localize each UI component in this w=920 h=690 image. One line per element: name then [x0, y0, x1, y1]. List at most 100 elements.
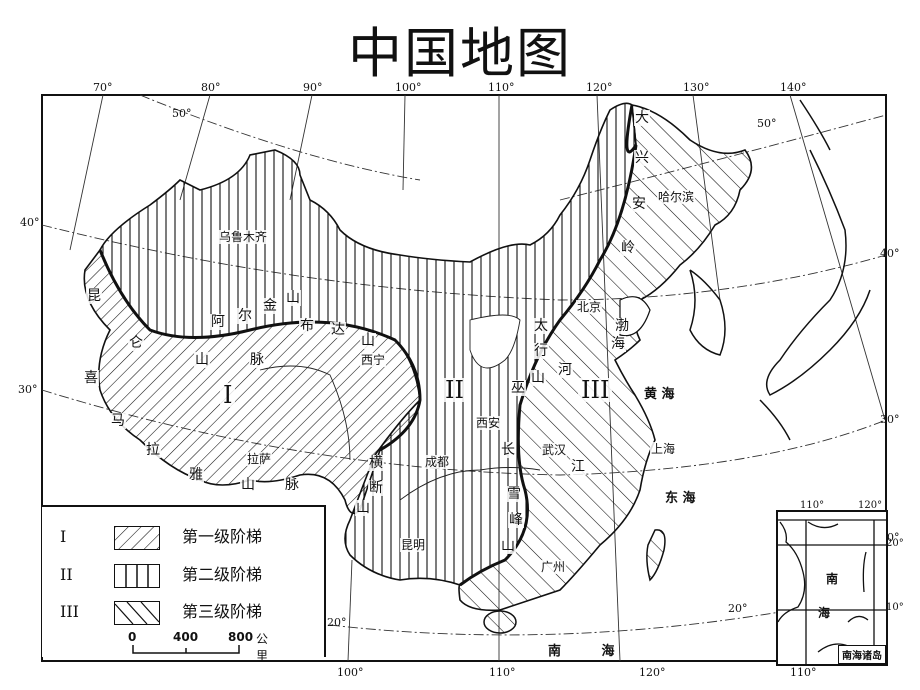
lat-label-left-30: 30° — [18, 383, 38, 396]
mountain-kunlun-3: 山 — [194, 352, 210, 368]
mountain-hengduan-1: 横 — [368, 455, 384, 471]
inset-lon-110: 110° — [800, 500, 825, 511]
lon-label-90: 90° — [303, 81, 323, 94]
inset-sea-label-1: 南 — [826, 572, 839, 586]
mountain-altun-3: 金 — [262, 298, 278, 314]
parallel-label-50-east: 50° — [757, 117, 777, 130]
mountain-xuefeng-1: 雪 — [506, 486, 522, 502]
lon-label-110: 110° — [488, 81, 515, 94]
mountain-himalaya-2: 马 — [110, 413, 126, 429]
city-xining: 西宁 — [360, 353, 387, 367]
sea-east: 东 海 — [665, 491, 696, 506]
inset-lat-20: 20° — [886, 538, 904, 549]
legend-pattern-diagonal-icon — [114, 526, 160, 550]
lat-label-right-40: 40° — [880, 247, 900, 260]
city-lhasa: 拉萨 — [246, 452, 273, 466]
legend-num: I — [60, 527, 67, 546]
mountain-taihang-1: 太 — [533, 318, 549, 334]
scale-tick-0: 0 — [128, 630, 137, 644]
mountain-taihang-2: 行 — [533, 343, 549, 359]
city-wuhan: 武汉 — [541, 443, 568, 457]
inset-lat-10: 10° — [886, 602, 904, 613]
city-beijing: 北京 — [576, 300, 603, 314]
lon-label-bottom-100: 100° — [337, 666, 364, 679]
city-harbin: 哈尔滨 — [657, 190, 696, 204]
sea-bohai-1: 渤 — [614, 318, 630, 334]
mountain-kunlun-2: 仑 — [128, 335, 144, 351]
river-jiang: 江 — [570, 459, 586, 475]
lon-label-bottom-120: 120° — [639, 666, 666, 679]
page-title: 中国地图 — [348, 22, 572, 85]
mountain-qilian-1: 布 — [299, 318, 315, 334]
scale-line — [132, 645, 240, 654]
lat-label-left-40: 40° — [20, 216, 40, 229]
mountain-xuefeng-2: 峰 — [508, 512, 524, 528]
parallel-label-20-west: 20° — [327, 616, 347, 629]
mountain-hengduan-3: 山 — [355, 500, 371, 516]
mountain-himalaya-5: 山 — [240, 477, 256, 493]
sea-bohai-2: 海 — [610, 336, 626, 352]
mountain-qilian-3: 山 — [360, 333, 376, 349]
inset-caption: 南海诸岛 — [838, 645, 886, 664]
city-xian: 西安 — [475, 416, 502, 430]
lon-label-130: 130° — [683, 81, 710, 94]
lon-label-bottom-110b: 110° — [790, 666, 817, 679]
mountain-daxinganling-4: 岭 — [620, 240, 636, 256]
lon-label-80: 80° — [201, 81, 221, 94]
legend-label: 第一级阶梯 — [182, 527, 263, 546]
legend-label: 第三级阶梯 — [182, 602, 263, 621]
legend-row-step-two: II 第二级阶梯 — [42, 562, 322, 588]
legend-num: III — [60, 602, 79, 621]
step-two-marker: II — [442, 378, 467, 402]
city-shanghai: 上海 — [650, 442, 677, 456]
mountain-altun-1: 阿 — [210, 314, 226, 330]
city-urumqi: 乌鲁木齐 — [218, 230, 269, 244]
inset-sea-label-2: 海 — [818, 606, 831, 620]
sea-south: 南 海 — [548, 644, 633, 659]
mountain-xuefeng-3: 山 — [500, 538, 516, 554]
legend-label: 第二级阶梯 — [182, 565, 263, 584]
mountain-altun-2: 尔 — [237, 308, 253, 324]
mountain-daxinganling-1: 大 — [634, 110, 650, 126]
legend-num: II — [60, 565, 73, 584]
lon-label-70: 70° — [93, 81, 113, 94]
parallel-label-50-west: 50° — [172, 107, 192, 120]
mountain-himalaya-3: 拉 — [145, 442, 161, 458]
scale-unit: 公里 — [256, 632, 269, 663]
mountain-himalaya-4: 雅 — [188, 467, 204, 483]
legend-panel: I 第一级阶梯 II 第二级阶梯 III 第三级阶梯 0 400 800 公里 — [42, 505, 326, 663]
lon-label-120: 120° — [586, 81, 613, 94]
scale-tick-800: 800 — [228, 630, 254, 644]
mountain-qilian-2: 达 — [330, 322, 346, 338]
inset-map — [777, 519, 886, 664]
inset-lon-120: 120° — [858, 500, 883, 511]
lon-label-bottom-110: 110° — [489, 666, 516, 679]
inset-south-china-sea: 110° 120° 20° 10° 南 海 南海诸岛 — [776, 500, 904, 666]
lon-label-100: 100° — [395, 81, 422, 94]
river-chang: 长 — [500, 442, 516, 458]
step-one-marker: I — [220, 383, 236, 407]
mountain-taihang-3: 山 — [530, 370, 546, 386]
river-he: 河 — [557, 362, 573, 378]
mountain-wushan-1: 巫 — [510, 380, 526, 396]
sea-yellow: 黄 海 — [644, 387, 675, 402]
city-chengdu: 成都 — [424, 455, 451, 469]
mountain-hengduan-2: 断 — [368, 480, 384, 496]
mountain-daxinganling-2: 兴 — [634, 150, 650, 166]
legend-pattern-backdiagonal-icon — [114, 601, 160, 625]
mountain-daxinganling-3: 安 — [631, 196, 647, 212]
lat-label-right-30: 30° — [880, 413, 900, 426]
city-kunming: 昆明 — [400, 538, 427, 552]
mountain-kunlun-1: 昆 — [86, 288, 102, 304]
step-three-marker: III — [578, 378, 613, 402]
city-guangzhou: 广州 — [540, 560, 567, 574]
legend-row-step-one: I 第一级阶梯 — [42, 524, 322, 550]
mountain-altun-4: 山 — [285, 290, 301, 306]
mountain-kunlun-4: 脉 — [249, 352, 265, 368]
lon-label-140: 140° — [780, 81, 807, 94]
legend-row-step-three: III 第三级阶梯 — [42, 599, 322, 625]
parallel-label-20-east: 20° — [728, 602, 748, 615]
mountain-himalaya-1: 喜 — [83, 370, 99, 386]
scale-tick-400: 400 — [173, 630, 199, 644]
mountain-himalaya-6: 脉 — [284, 477, 300, 493]
